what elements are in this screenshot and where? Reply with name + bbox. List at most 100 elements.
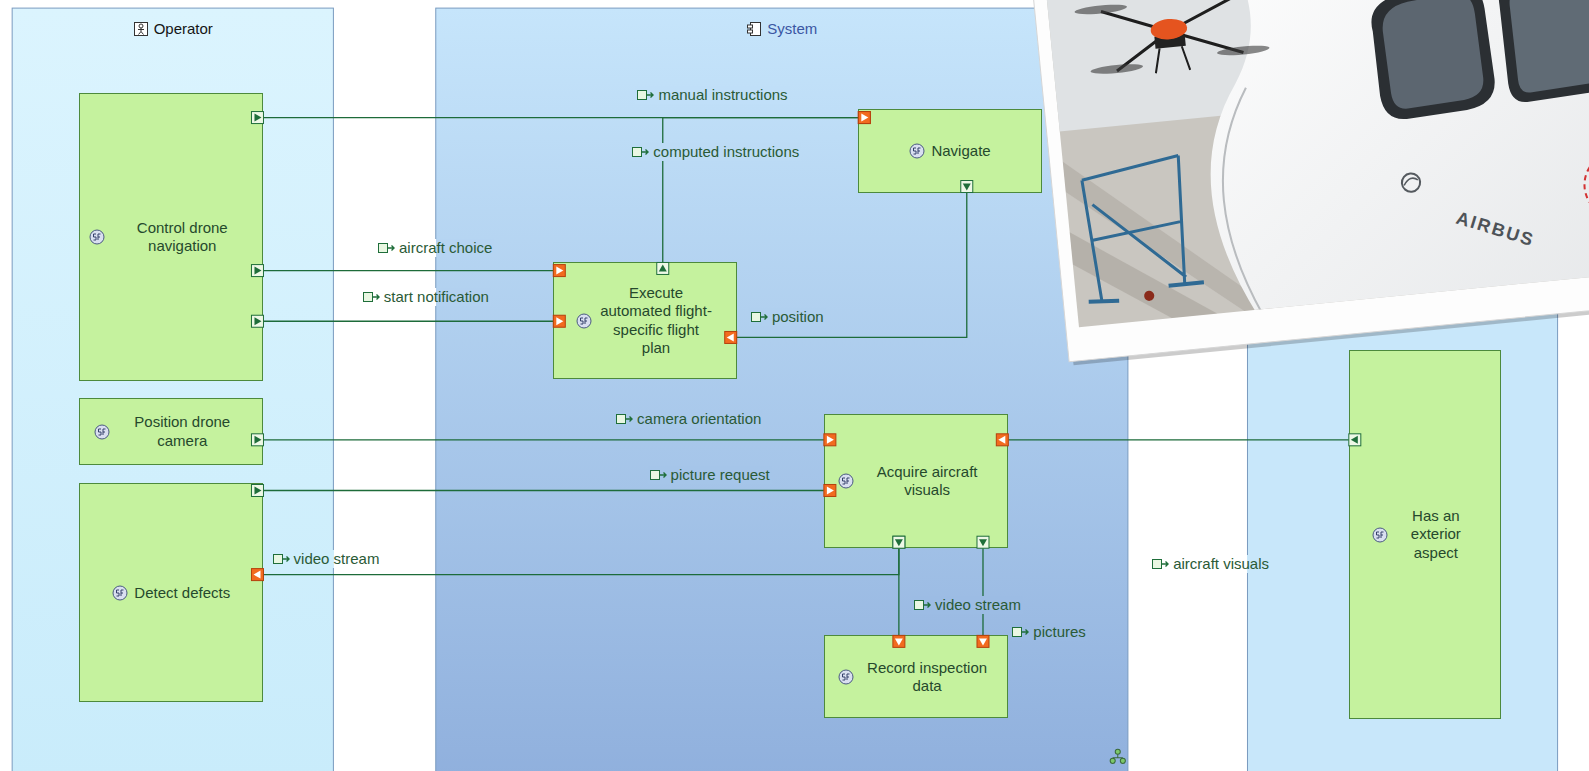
exchange-label: camera orientation: [614, 410, 763, 428]
output-port: [657, 262, 669, 274]
drone: [1217, 44, 1270, 57]
input-port: [977, 635, 989, 647]
actor-icon: [133, 21, 149, 37]
input-port: [996, 434, 1008, 446]
photo-lettering: AIRBUS: [1454, 208, 1537, 251]
function-icon: [94, 234, 101, 240]
exchange-name: pictures: [1033, 623, 1086, 641]
function-name: Acquire aircraft visuals: [860, 463, 994, 500]
drone: [1090, 62, 1143, 75]
exchange-label: aircraft visuals: [1150, 555, 1271, 573]
exchange-icon: [914, 599, 931, 611]
function-icon: [838, 473, 854, 489]
diagram-corner-icon: [1110, 749, 1125, 763]
input-port: [553, 315, 565, 327]
function-icon: [113, 586, 127, 600]
output-port: [251, 265, 263, 277]
exchange-icon: [650, 469, 667, 481]
photo-image: [1496, 0, 1589, 104]
functional-exchange: [898, 548, 899, 635]
function-icon: [94, 424, 110, 440]
exchange-icon: [638, 91, 647, 100]
input-port: [556, 317, 563, 325]
output-port: [657, 262, 669, 274]
photo-image: [1401, 173, 1421, 193]
output-port: [659, 264, 667, 271]
function-icon: [1377, 532, 1384, 538]
function-name: Position drone camera: [116, 413, 248, 450]
function-icon: [1373, 528, 1387, 542]
exchange-label: picture request: [648, 466, 772, 484]
output-port: [895, 539, 903, 546]
function-box: Position drone camera: [79, 398, 263, 465]
function-icon: [839, 670, 853, 684]
exchange-icon: [378, 242, 395, 254]
exchange-icon: [282, 557, 289, 562]
output-port: [893, 536, 905, 548]
output-port: [251, 434, 263, 446]
drone: [1154, 46, 1191, 74]
function-box: Navigate: [858, 109, 1041, 192]
exchange-name: video stream: [935, 596, 1021, 614]
component-icon: [751, 23, 761, 36]
photo-image: [1144, 290, 1155, 301]
input-port: [553, 265, 565, 277]
output-port: [251, 484, 263, 496]
exchange-icon: [1022, 630, 1029, 635]
input-port: [824, 434, 836, 446]
input-port: [725, 331, 737, 343]
function-content: Acquire aircraft visuals: [838, 463, 994, 500]
exchange-icon: [273, 555, 282, 564]
function-name: Navigate: [931, 142, 990, 160]
exchange-name: camera orientation: [637, 410, 761, 428]
photo-image: [1088, 282, 1205, 303]
exchange-icon: [650, 471, 659, 480]
photo-print: [1026, 0, 1589, 366]
function-box: Execute automated flight-specific flight…: [553, 262, 736, 379]
drone: [1074, 0, 1277, 81]
input-port: [824, 484, 836, 496]
input-port: [727, 333, 734, 341]
function-icon: [909, 143, 925, 159]
photo-image: [1507, 0, 1589, 94]
drone: [1150, 17, 1188, 41]
exchange-name: picture request: [671, 466, 770, 484]
lane-name: Operator: [154, 20, 213, 38]
photo-image: [1380, 0, 1486, 110]
function-icon: [577, 314, 591, 328]
exchange-icon: [616, 413, 633, 425]
diagram-corner-icon: [1113, 754, 1123, 758]
output-port: [893, 536, 905, 548]
function-text: Navigate: [931, 142, 990, 160]
functional-exchange: [263, 548, 898, 574]
function-icon: [99, 429, 106, 435]
exchange-label: start notification: [361, 288, 491, 306]
exchange-icon: [1153, 560, 1162, 569]
component-icon: [746, 21, 762, 37]
output-port: [961, 181, 973, 193]
output-port: [254, 317, 261, 325]
exchange-icon: [659, 473, 666, 478]
input-port: [824, 434, 836, 446]
exchange-label: pictures: [1010, 623, 1088, 641]
exchange-label: video stream: [271, 550, 382, 568]
exchange-name: computed instructions: [653, 143, 799, 161]
input-port: [827, 436, 834, 444]
drone: [1074, 3, 1127, 16]
function-icon: [914, 148, 921, 154]
output-port: [1349, 434, 1361, 446]
function-icon: [117, 590, 124, 596]
exchange-icon: [372, 294, 379, 299]
exchange-icon: [363, 291, 380, 303]
output-port: [251, 265, 263, 277]
functional-exchange: [663, 118, 859, 263]
function-text: Position drone camera: [116, 413, 248, 450]
input-port: [998, 436, 1005, 444]
output-port: [254, 486, 261, 494]
function-icon: [581, 318, 588, 324]
functional-exchange: [737, 193, 967, 338]
function-icon: [576, 313, 592, 329]
output-port: [1349, 434, 1361, 446]
